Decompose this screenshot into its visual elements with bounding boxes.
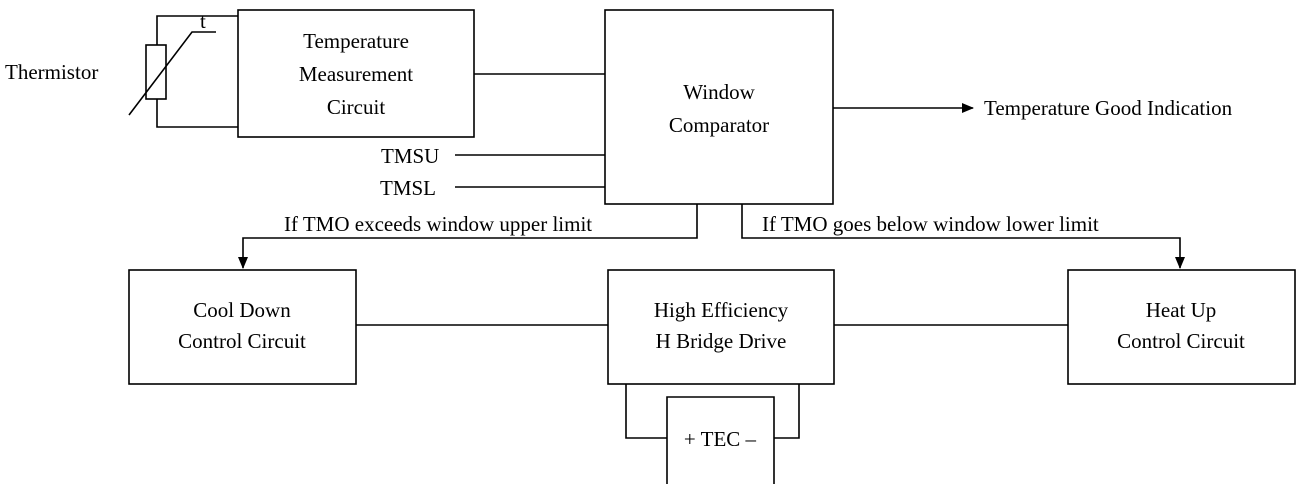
window-comparator-line2: Comparator <box>669 113 769 137</box>
tec-right-wire <box>774 384 800 439</box>
window-comparator-line1: Window <box>683 80 755 104</box>
upper-limit-branch-arrow <box>238 204 698 269</box>
temperature-measurement-line2: Measurement <box>299 62 413 86</box>
temperature-measurement-circuit-box <box>237 9 475 138</box>
heat-up-line1: Heat Up <box>1146 298 1217 322</box>
upper-limit-branch-label: If TMO exceeds window upper limit <box>284 212 592 236</box>
h-bridge-line2: H Bridge Drive <box>656 329 787 353</box>
thermistor-label: Thermistor <box>5 60 98 84</box>
cool-down-line1: Cool Down <box>193 298 291 322</box>
thermistor-slash <box>128 31 216 116</box>
tec-label: + TEC – <box>684 427 757 451</box>
heat-up-line2: Control Circuit <box>1117 329 1245 353</box>
temperature-good-indication-label: Temperature Good Indication <box>984 96 1233 120</box>
cool-down-control-circuit-box <box>128 269 357 385</box>
tec-left-wire <box>625 384 667 439</box>
tec-box <box>666 396 775 484</box>
thermistor-symbol <box>128 15 238 128</box>
thermistor-top-wire <box>156 15 238 45</box>
temperature-measurement-line1: Temperature <box>303 29 409 53</box>
h-bridge-line1: High Efficiency <box>654 298 789 322</box>
thermistor-body <box>145 44 167 100</box>
tmsu-label: TMSU <box>381 144 439 168</box>
tmsl-label: TMSL <box>380 176 436 200</box>
cool-down-line2: Control Circuit <box>178 329 306 353</box>
lower-limit-branch-label: If TMO goes below window lower limit <box>762 212 1099 236</box>
lower-limit-branch-arrow <box>741 204 1185 269</box>
heat-up-control-circuit-box <box>1067 269 1296 385</box>
temperature-measurement-line3: Circuit <box>327 95 385 119</box>
thermistor-bottom-wire <box>156 99 238 128</box>
window-comparator-box <box>604 9 834 205</box>
h-bridge-drive-box <box>607 269 835 385</box>
thermistor-t-label: t <box>200 9 206 33</box>
